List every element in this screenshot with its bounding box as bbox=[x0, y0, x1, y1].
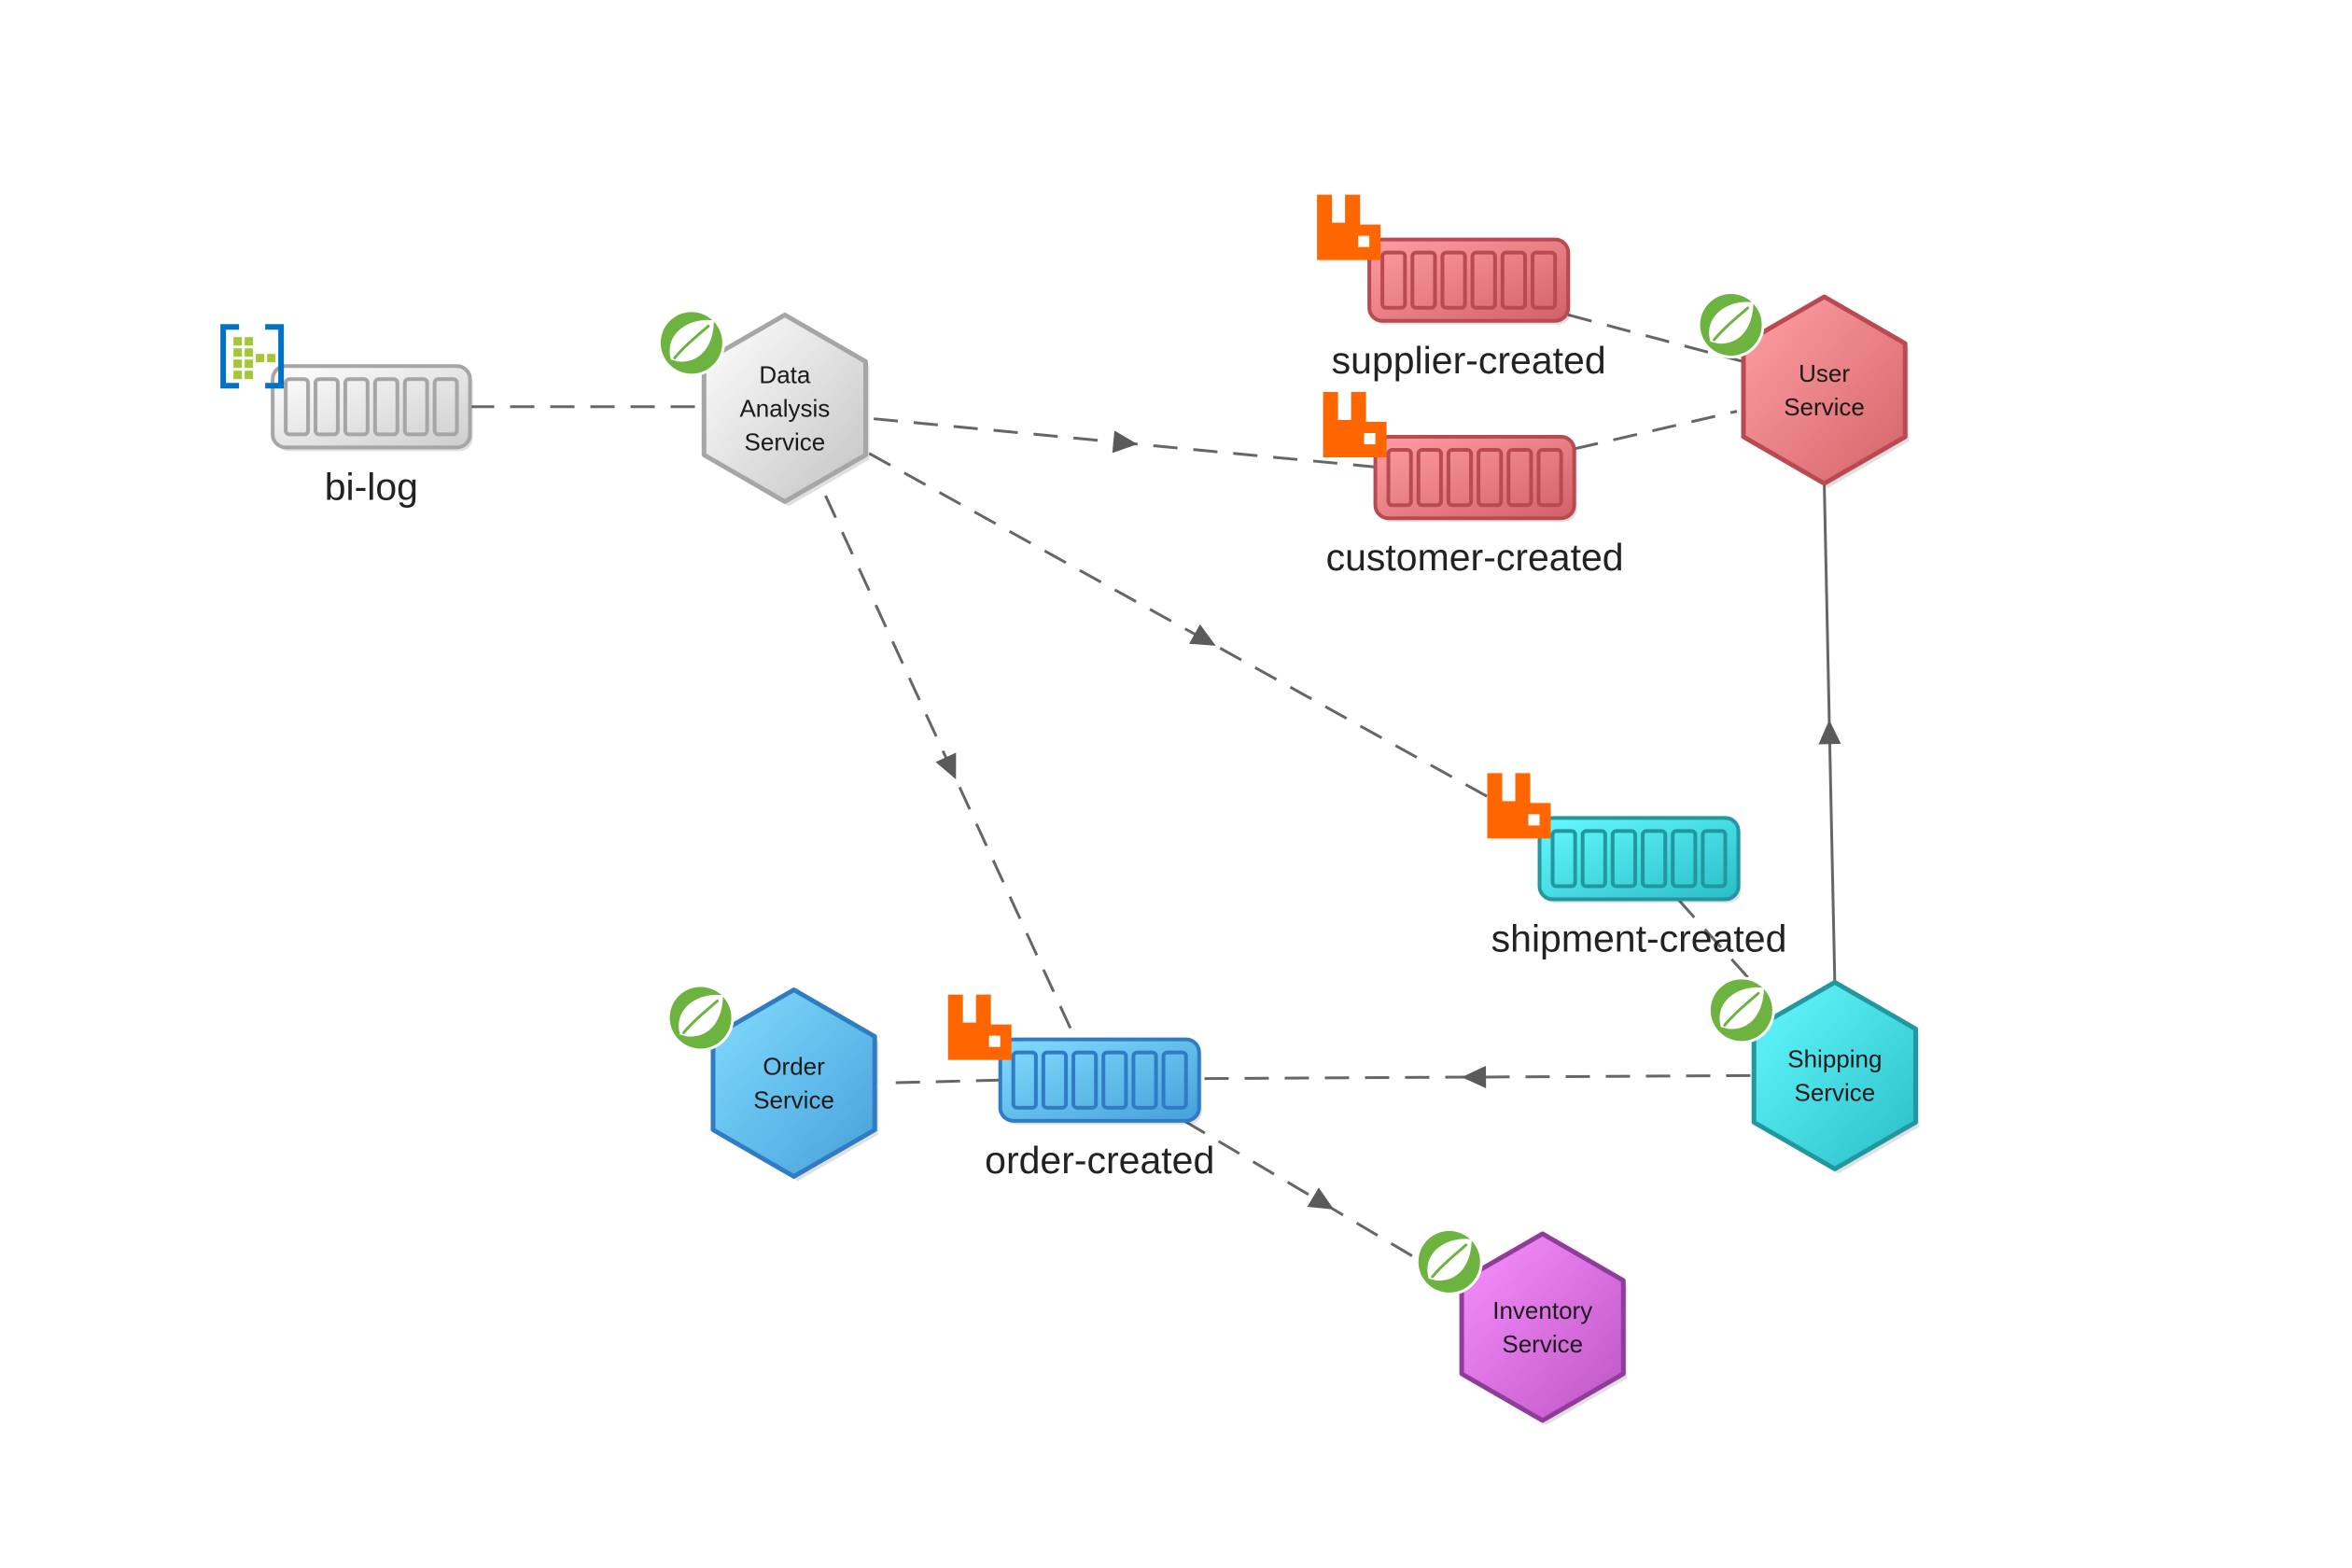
queue-supplier-created[interactable]: supplier-created bbox=[1317, 194, 1606, 382]
rabbitmq-icon bbox=[1487, 773, 1551, 839]
queue-bi-log[interactable]: bi-log bbox=[220, 324, 473, 508]
service-label-line: User bbox=[1799, 359, 1850, 387]
queue-shipment-created[interactable]: shipment-created bbox=[1487, 773, 1787, 960]
connector-shipment-created-to-shipping bbox=[1676, 898, 1755, 985]
service-label-line: Service bbox=[1784, 393, 1865, 421]
arrowhead-data-analysis-to-shipment-created bbox=[1189, 623, 1216, 646]
service-label-line: Service bbox=[753, 1085, 834, 1113]
spring-leaf-icon bbox=[666, 984, 735, 1052]
queue-order-created[interactable]: order-created bbox=[947, 994, 1215, 1182]
connector-supplier-created-to-user bbox=[1567, 313, 1743, 363]
azure-event-hub-icon bbox=[220, 324, 285, 389]
arrowhead-shipping-to-user bbox=[1818, 720, 1841, 745]
spring-leaf-icon bbox=[1415, 1227, 1483, 1295]
rabbitmq-icon bbox=[1323, 392, 1387, 458]
queue-body bbox=[271, 364, 472, 450]
queue-label: order-created bbox=[985, 1139, 1214, 1182]
queue-label: bi-log bbox=[325, 465, 418, 508]
connector-shipping-to-order-created bbox=[1198, 1073, 1751, 1081]
arrowhead-shipping-to-order-created bbox=[1462, 1065, 1487, 1088]
queue-customer-created[interactable]: customer-created bbox=[1323, 392, 1624, 579]
service-label-line: Shipping bbox=[1787, 1044, 1882, 1072]
connector-customer-created-to-user bbox=[1574, 410, 1738, 451]
rabbitmq-icon bbox=[1317, 194, 1381, 260]
service-label-line: Data bbox=[759, 360, 810, 388]
arrowhead-data-analysis-to-order-created bbox=[935, 752, 957, 780]
service-label-line: Service bbox=[1502, 1330, 1583, 1358]
queue-label: shipment-created bbox=[1491, 917, 1787, 960]
services-layer: DataAnalysisServiceUserServiceShippingSe… bbox=[657, 291, 1920, 1425]
rabbitmq-icon bbox=[947, 994, 1012, 1060]
connector-order-created-to-order bbox=[879, 1078, 1001, 1085]
queue-body bbox=[1537, 816, 1741, 902]
spring-leaf-icon bbox=[1707, 976, 1775, 1044]
queues-layer: bi-log supplier-created customer-created sh… bbox=[220, 194, 1787, 1182]
queue-body bbox=[1367, 237, 1571, 323]
spring-leaf-icon bbox=[1697, 291, 1765, 359]
arrowhead-data-analysis-to-customer-created bbox=[1112, 430, 1138, 454]
service-label-line: Inventory bbox=[1492, 1296, 1592, 1324]
queue-body bbox=[1373, 435, 1576, 521]
queue-body bbox=[998, 1037, 1201, 1123]
spring-leaf-icon bbox=[657, 309, 725, 377]
service-label-line: Service bbox=[745, 427, 826, 455]
arrowhead-order-created-to-inventory bbox=[1307, 1187, 1335, 1210]
connections-layer bbox=[469, 313, 1841, 1287]
service-label-line: Order bbox=[763, 1052, 825, 1080]
service-label-line: Service bbox=[1795, 1078, 1876, 1106]
queue-label: supplier-created bbox=[1332, 339, 1606, 382]
queue-label: customer-created bbox=[1326, 536, 1624, 579]
service-label-line: Analysis bbox=[739, 394, 830, 422]
